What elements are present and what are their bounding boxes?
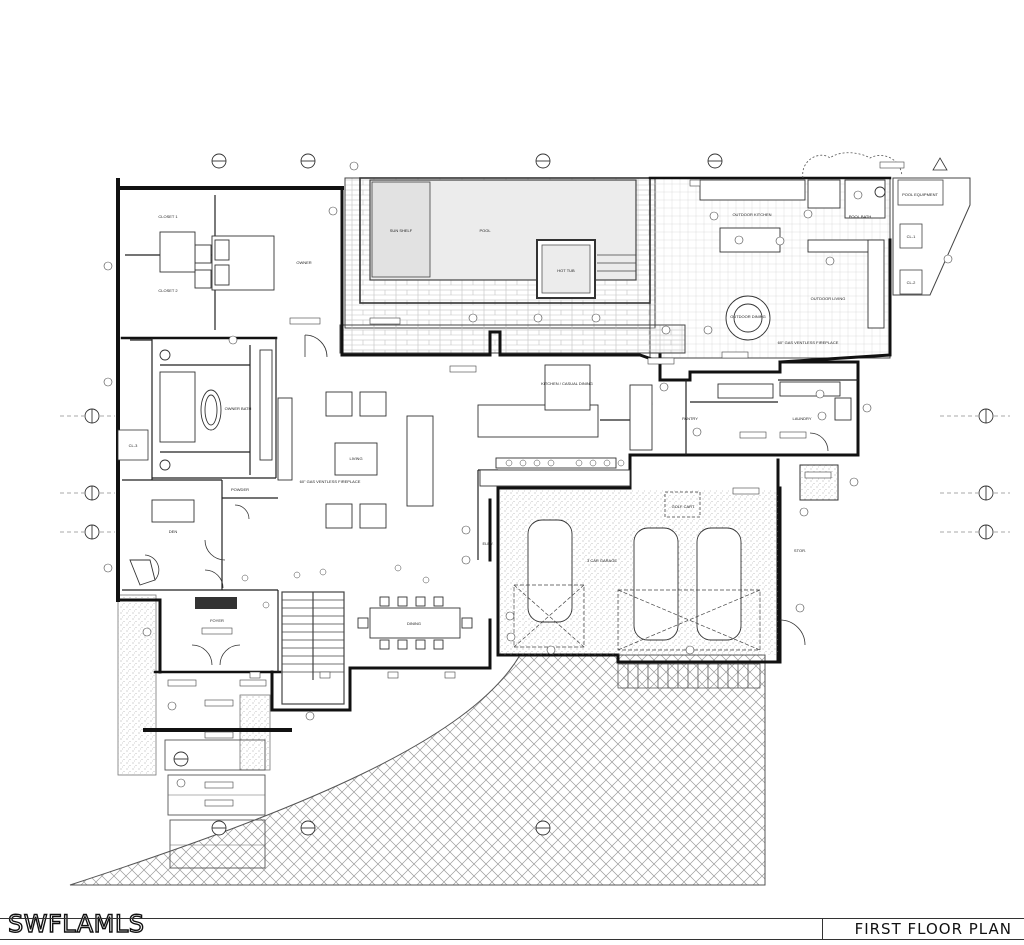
garage-cars <box>527 519 742 641</box>
entry-steps-3 <box>169 819 266 869</box>
label-fireplace: 60" GAS VENTLESS FIREPLACE <box>300 479 361 484</box>
bubble-tags <box>103 161 953 788</box>
label-hot-tub: HOT TUB <box>557 268 575 273</box>
marker-bottom-1 <box>173 751 189 767</box>
label-closet-2: CLOSET 2 <box>158 288 178 293</box>
kitchen-island <box>477 364 653 487</box>
sun-shelf <box>371 181 431 278</box>
label-living: LIVING <box>349 456 362 461</box>
label-cl2: CL-2 <box>907 280 916 285</box>
marker-top-2 <box>300 153 316 169</box>
label-outdoor-living: OUTDOOR LIVING <box>811 296 846 301</box>
pool-outline <box>359 177 651 304</box>
marker-top-4 <box>707 153 723 169</box>
label-outdoor-kitchen: OUTDOOR KITCHEN <box>732 212 771 217</box>
label-kitchen: KITCHEN / CASUAL DINING <box>541 381 593 386</box>
outdoor-kitchen <box>699 179 885 341</box>
dining-table <box>357 596 473 650</box>
marker-right-3 <box>978 524 994 540</box>
watermark: SWFLAMLS <box>7 909 145 938</box>
title-separator <box>822 918 823 940</box>
label-foyer: FOYER <box>210 618 224 623</box>
pool-equipment-area <box>892 177 971 296</box>
rear-deck <box>339 324 686 354</box>
marker-bottom-4 <box>535 820 551 836</box>
label-pantry: PANTRY <box>682 416 698 421</box>
label-owner: OWNER <box>296 260 311 265</box>
label-sun-shelf: SUN SHELF <box>390 228 413 233</box>
marker-left-2 <box>84 485 100 501</box>
elevation-markers <box>84 153 994 836</box>
marker-right-2 <box>978 485 994 501</box>
laundry-fixtures <box>717 381 852 421</box>
label-closet-1: CLOSET 1 <box>158 214 178 219</box>
owner-bath-fixtures <box>159 349 273 471</box>
garage-apron-steps <box>617 663 761 689</box>
plan-title: FIRST FLOOR PLAN <box>854 920 1012 938</box>
golf-cart <box>664 491 701 518</box>
label-laundry: LAUNDRY <box>792 416 811 421</box>
label-den: DEN <box>169 529 178 534</box>
title-block <box>0 918 1024 940</box>
entry-walk-stipple-left <box>117 594 157 776</box>
outlets <box>241 459 625 609</box>
label-owner-bath: OWNER BATH <box>225 406 252 411</box>
entry-walk-stipple-right <box>239 694 271 771</box>
label-outdoor-dining: OUTDOOR DINING <box>730 314 766 319</box>
label-pool-equipment: POOL EQUIPMENT <box>902 192 938 197</box>
entry-steps-1 <box>164 739 266 771</box>
label-cl3: CL-3 <box>129 443 138 448</box>
warning-icon <box>932 157 948 171</box>
window-door-tags <box>167 161 905 807</box>
cl3-closet <box>117 429 149 461</box>
marker-top-3 <box>535 153 551 169</box>
marker-left-3 <box>84 524 100 540</box>
label-golf-cart: GOLF CART <box>672 504 695 509</box>
marker-bottom-3 <box>300 820 316 836</box>
den-furniture <box>129 499 195 586</box>
marker-top-1 <box>211 153 227 169</box>
foyer-bench <box>195 597 237 609</box>
pool-bath-fixtures <box>807 179 886 219</box>
marker-leader-lines <box>60 415 1010 533</box>
room-labels: CLOSET 1 CLOSET 2 OWNER OWNER BATH CL-3 … <box>129 192 939 626</box>
label-pool-bath: POOL BATH <box>849 214 872 219</box>
marker-right-1 <box>978 408 994 424</box>
label-cl1: CL-1 <box>907 234 916 239</box>
pool-steps <box>597 254 636 272</box>
label-garage: 3 CAR GARAGE <box>587 558 617 563</box>
label-elev: ELEV. <box>483 541 494 546</box>
label-powder: POWDER <box>231 487 249 492</box>
owner-bed <box>159 231 275 291</box>
marker-bottom-2 <box>211 820 227 836</box>
label-pool: POOL <box>479 228 491 233</box>
driveway <box>69 654 766 886</box>
marker-left-1 <box>84 408 100 424</box>
living-furniture <box>277 391 434 529</box>
storage-closet <box>799 464 839 501</box>
label-outdoor-fireplace: 60" GAS VENTLESS FIREPLACE <box>778 340 839 345</box>
label-storage: STOR. <box>794 548 806 553</box>
label-dining: DINING <box>407 621 421 626</box>
stairs <box>281 591 345 705</box>
